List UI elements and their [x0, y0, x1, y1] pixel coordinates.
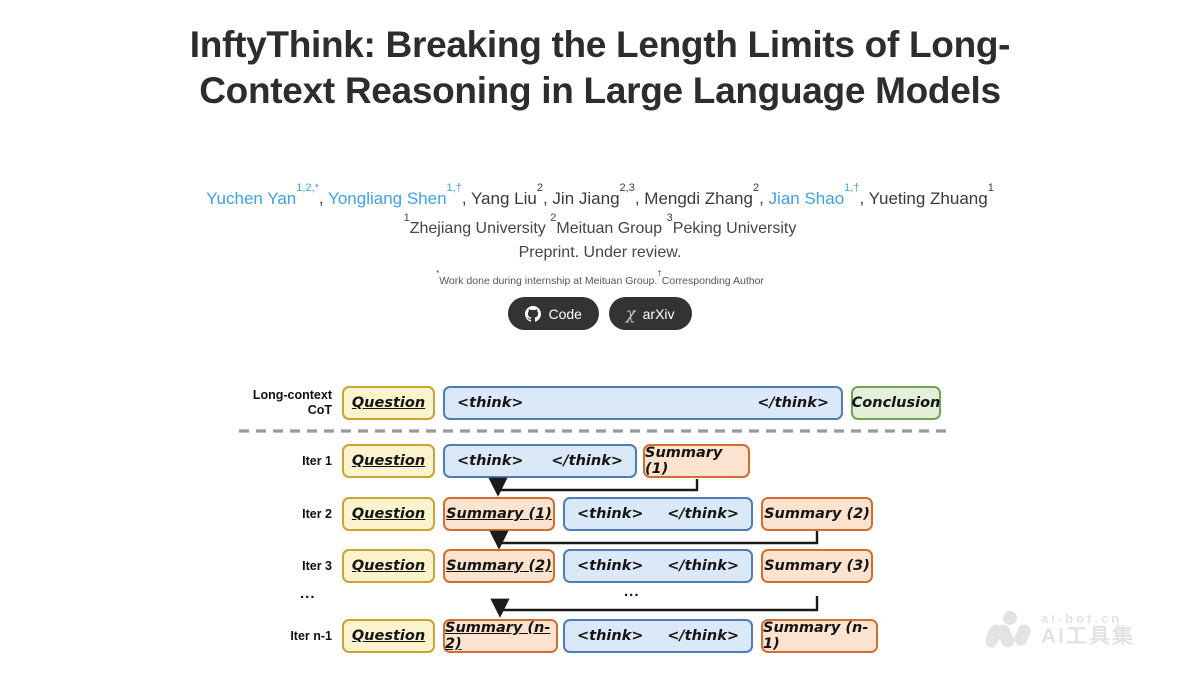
author-link[interactable]: Yongliang Shen1,† — [328, 182, 462, 208]
question-box: Question — [342, 497, 435, 531]
affiliations-line: 1Zhejiang University 2Meituan Group 3Pek… — [0, 212, 1200, 238]
author-separator: , — [859, 188, 869, 208]
summary-output-box: Summary (2) — [761, 497, 873, 531]
footnote-work: *Work done during internship at Meituan … — [436, 269, 658, 287]
think-box: <think></think> — [563, 497, 753, 531]
think-box: <think></think> — [563, 619, 753, 653]
summary-input-box: Summary (n-2) — [443, 619, 558, 653]
code-button[interactable]: Code — [508, 297, 599, 330]
link-buttons: Code χ arXiv — [0, 297, 1200, 330]
question-box: Question — [342, 444, 435, 478]
think-box: <think></think> — [443, 386, 843, 420]
ellipsis-left: ... — [300, 585, 316, 602]
watermark-domain: ai-bot.cn — [1041, 611, 1123, 627]
status-line: Preprint. Under review. — [518, 244, 682, 261]
row-label-iter2: Iter 2 — [302, 507, 332, 521]
author-name: Mengdi Zhang2 — [644, 182, 760, 208]
footnote-line: *Work done during internship at Meituan … — [0, 269, 1200, 287]
affiliation: 1Zhejiang University — [403, 212, 551, 238]
arxiv-icon: χ — [625, 304, 636, 323]
author-link[interactable]: Yuchen Yan1,2,* — [206, 182, 319, 208]
author-separator: , — [759, 188, 769, 208]
arrow-iter1-to-iter2 — [488, 477, 699, 497]
summary-output-box: Summary (3) — [761, 549, 873, 583]
question-box: Question — [342, 619, 435, 653]
footnote-corresponding: †Corresponding Author — [657, 269, 764, 287]
question-box: Question — [342, 386, 435, 420]
authors-line: Yuchen Yan1,2,*, Yongliang Shen1,†, Yang… — [0, 182, 1200, 209]
github-icon — [525, 305, 542, 322]
author-name: Jin Jiang2,3 — [552, 182, 635, 208]
author-separator: , — [634, 188, 645, 208]
summary-input-box: Summary (1) — [443, 497, 555, 531]
watermark-name: AI工具集 — [1041, 624, 1135, 648]
affiliation: 2Meituan Group — [550, 212, 667, 238]
author-name: Yueting Zhuang1 — [868, 182, 994, 208]
summary-input-box: Summary (2) — [443, 549, 555, 583]
summary-output-box: Summary (1) — [643, 444, 750, 478]
author-separator: , — [542, 188, 553, 208]
arxiv-button[interactable]: χ arXiv — [608, 297, 692, 330]
row-label-itern: Iter n-1 — [290, 629, 332, 643]
watermark: ai-bot.cn AI工具集 — [986, 610, 1135, 650]
row-label-iter3: Iter 3 — [302, 559, 332, 573]
arrow-iter2-to-iter3 — [489, 530, 819, 550]
think-box: <think></think> — [443, 444, 637, 478]
affiliation: 3Peking University — [666, 212, 797, 238]
summary-output-box: Summary (n-1) — [761, 619, 878, 653]
arrow-to-itern — [490, 596, 819, 618]
row-label-iter1: Iter 1 — [302, 454, 332, 468]
think-box: <think></think> — [563, 549, 753, 583]
ellipsis-middle: ... — [624, 583, 640, 600]
author-link[interactable]: Jian Shao1,† — [768, 182, 860, 208]
conclusion-box: Conclusion — [851, 386, 941, 420]
watermark-logo-icon — [986, 611, 1031, 648]
author-separator: , — [318, 188, 329, 208]
author-name: Yang Liu2 — [470, 182, 543, 208]
page-title: InftyThink: Breaking the Length Limits o… — [189, 24, 1011, 111]
author-separator: , — [461, 188, 471, 208]
question-box: Question — [342, 549, 435, 583]
